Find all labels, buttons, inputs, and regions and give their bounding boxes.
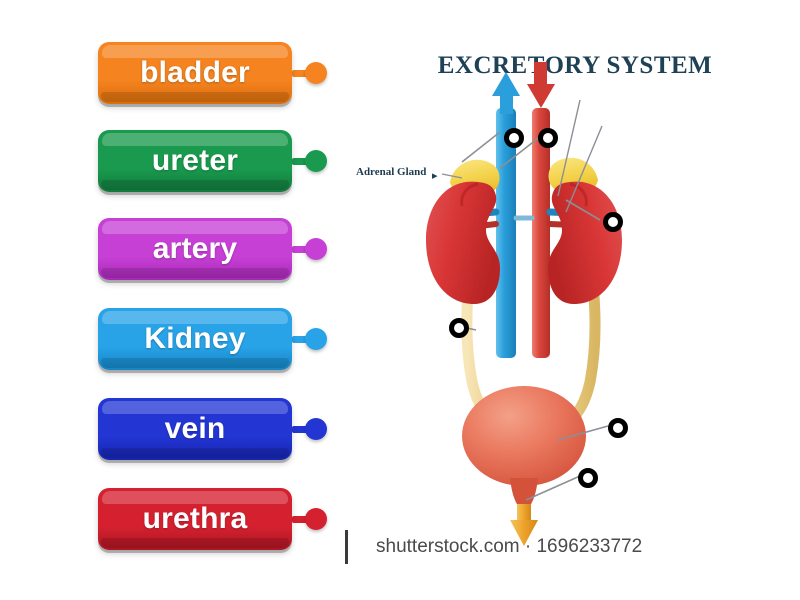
label-row-artery: artery xyxy=(98,218,327,280)
connector-stem xyxy=(292,335,308,343)
connector-bladder xyxy=(292,62,327,84)
connector-dot[interactable] xyxy=(305,150,327,172)
label-row-ureter: ureter xyxy=(98,130,327,192)
connector-kidney xyxy=(292,328,327,350)
labels-panel: bladder ureter artery Kidney xyxy=(0,0,350,600)
connector-dot[interactable] xyxy=(305,418,327,440)
connector-dot[interactable] xyxy=(305,238,327,260)
connector-dot[interactable] xyxy=(305,328,327,350)
connector-stem xyxy=(292,515,308,523)
label-text: Kidney xyxy=(144,322,246,355)
drop-target-vein[interactable] xyxy=(504,128,524,148)
diagram-panel: EXCRETORY SYSTEM xyxy=(350,0,800,600)
connector-stem xyxy=(292,245,308,253)
connector-stem xyxy=(292,69,308,77)
label-text: ureter xyxy=(151,144,239,177)
connector-urethra xyxy=(292,508,327,530)
connector-ureter xyxy=(292,150,327,172)
label-text: artery xyxy=(152,232,238,265)
watermark: shutterstock.com · 1696233772 xyxy=(345,530,685,564)
label-row-kidney: Kidney xyxy=(98,308,327,370)
excretory-system-illustration xyxy=(426,62,622,546)
label-row-urethra: urethra xyxy=(98,488,327,550)
drop-target-bladder[interactable] xyxy=(608,418,628,438)
label-row-bladder: bladder xyxy=(98,42,327,104)
draggable-label-urethra[interactable]: urethra xyxy=(98,488,292,550)
drop-target-artery[interactable] xyxy=(538,128,558,148)
label-text: urethra xyxy=(142,502,248,535)
adrenal-gland-arrow-icon: ▸ xyxy=(432,170,438,182)
connector-vein xyxy=(292,418,327,440)
draggable-label-ureter[interactable]: ureter xyxy=(98,130,292,192)
watermark-divider xyxy=(345,530,348,564)
draggable-label-vein[interactable]: vein xyxy=(98,398,292,460)
connector-artery xyxy=(292,238,327,260)
adrenal-gland-annotation: Adrenal Gland xyxy=(356,166,427,178)
label-text: vein xyxy=(164,412,226,445)
draggable-label-bladder[interactable]: bladder xyxy=(98,42,292,104)
connector-stem xyxy=(292,425,308,433)
drop-target-urethra[interactable] xyxy=(578,468,598,488)
drop-target-kidney[interactable] xyxy=(603,212,623,232)
drop-target-ureter[interactable] xyxy=(449,318,469,338)
label-row-vein: vein xyxy=(98,398,327,460)
watermark-text: shutterstock.com · 1696233772 xyxy=(376,536,643,557)
label-text: bladder xyxy=(140,56,250,89)
draggable-label-kidney[interactable]: Kidney xyxy=(98,308,292,370)
diagram-title: EXCRETORY SYSTEM xyxy=(437,52,713,79)
connector-stem xyxy=(292,157,308,165)
draggable-label-artery[interactable]: artery xyxy=(98,218,292,280)
connector-dot[interactable] xyxy=(305,62,327,84)
connector-dot[interactable] xyxy=(305,508,327,530)
